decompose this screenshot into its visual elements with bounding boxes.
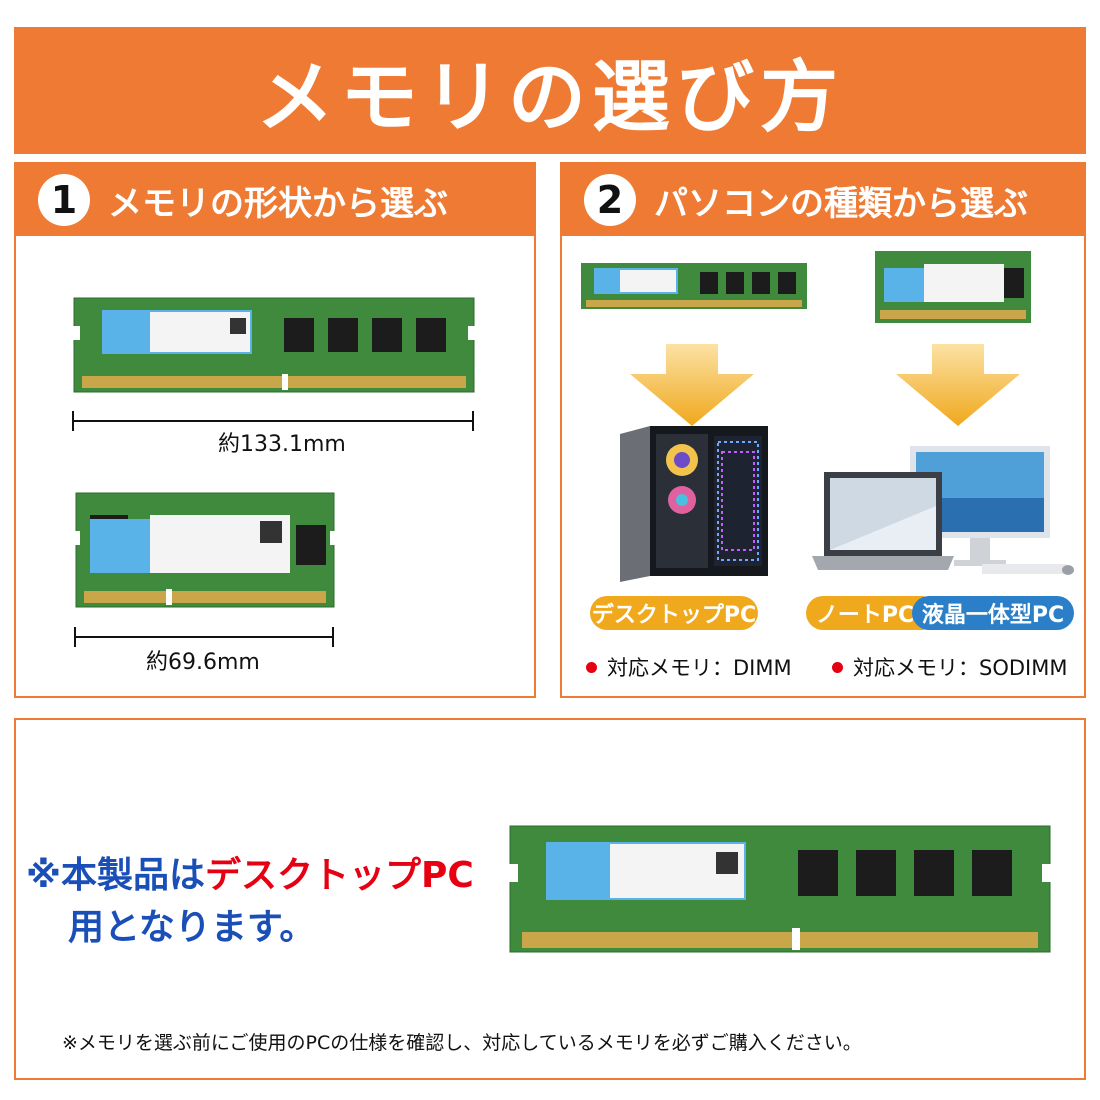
section2-number: 2 [584,174,636,226]
dimm-thumbnail [581,263,807,309]
notebook-memory-type: 対応メモリ：SODIMM [832,652,1067,682]
notice-highlight: デスクトップPC [205,855,474,896]
laptop-allinone-image [812,446,1074,575]
section1-heading: メモリの形状から選ぶ [108,183,448,224]
product-notice: ※本製品はデスクトップPC 用となります。 [26,855,474,948]
section1-header: 1 メモリの形状から選ぶ [16,164,534,236]
purchase-footnote: ※メモリを選ぶ前にご使用のPCの仕様を確認し、対応しているメモリを必ずご購入くだ… [62,1032,862,1054]
section1-number: 1 [38,174,90,226]
dimm-length-label: 約133.1mm [218,432,346,457]
section2-heading: パソコンの種類から選ぶ [654,183,1028,224]
bullet-icon [832,661,843,673]
allinone-pc-label: 液晶一体型PC [912,596,1074,630]
section1-panel: 1 メモリの形状から選ぶ 約133.1mm 約69.6mm [14,162,536,698]
sodimm-module-image [74,492,336,608]
product-notice-panel: ※本製品はデスクトップPC 用となります。 ※メモリを選ぶ前にご使用のPCの仕様… [14,718,1086,1080]
arrow-down-icon [896,344,1020,426]
section2-panel: 2 パソコンの種類から選ぶ [560,162,1086,698]
arrow-down-icon [630,344,754,426]
page-title: メモリの選び方 [255,52,844,143]
bullet-icon [586,661,597,673]
dimm-length-line [72,411,474,431]
product-dimm-image [508,825,1052,953]
title-banner: メモリの選び方 [14,27,1086,154]
desktop-pc-label: デスクトップPC [590,596,758,630]
sodimm-length-line [74,627,334,647]
desktop-pc-image [620,426,768,582]
desktop-memory-type: 対応メモリ：DIMM [586,652,792,682]
sodimm-length-label: 約69.6mm [146,650,260,675]
dimm-module-image [72,297,476,393]
section2-header: 2 パソコンの種類から選ぶ [562,164,1084,236]
sodimm-thumbnail [875,251,1031,323]
notebook-pc-label: ノートPC [806,596,924,630]
